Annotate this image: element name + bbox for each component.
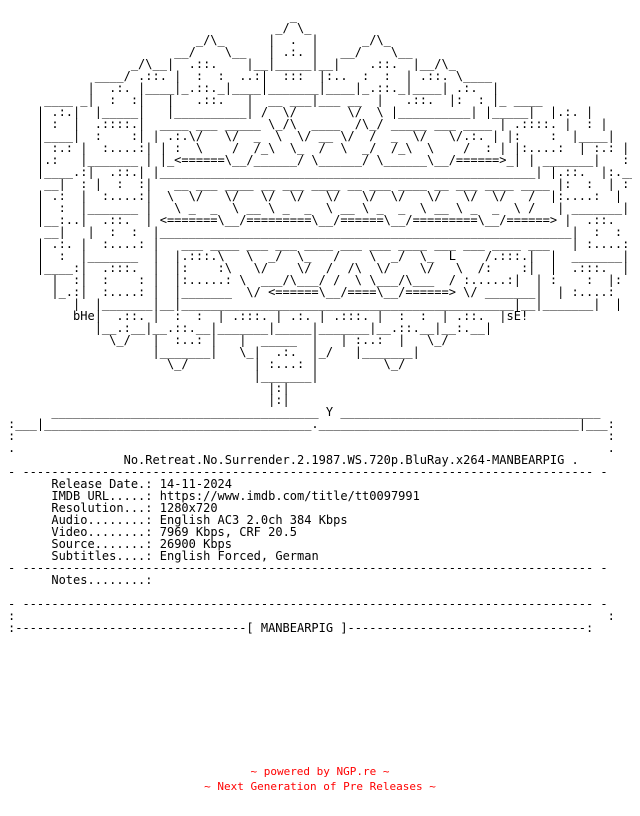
release-info-row: Video........: 7969 Kbps, CRF 20.5 xyxy=(8,526,632,538)
ascii-art-line: bHe| .::. | : : | .:::. | .:. | .:::. | … xyxy=(8,309,529,323)
release-info-row: Subtitles....: English Forced, German xyxy=(8,550,632,562)
release-info-label: Source.......: xyxy=(51,537,153,551)
blank-line: : : xyxy=(8,609,615,623)
release-info-row: Release Date.: 14-11-2024 xyxy=(8,478,632,490)
ascii-art-line: \_/ | :...: | \_/ xyxy=(8,357,406,371)
ascii-art-line: _/\__| .::. |__|_____|__| .::. |__/\_ xyxy=(8,57,456,71)
ascii-art-line: |_______| \_| .:. |_/ |_______| xyxy=(8,345,420,359)
separator-dash: - --------------------------------------… xyxy=(8,561,608,575)
ascii-art-line: |:| xyxy=(8,381,290,395)
release-info-value: English AC3 2.0ch 384 Kbps xyxy=(159,513,348,527)
ascii-art-line: _/\_ | . | _/\_ xyxy=(8,33,391,47)
release-info-value: 26900 Kbps xyxy=(159,537,232,551)
release-info-row: Source.......: 26900 Kbps xyxy=(8,538,632,550)
tagline-text: ~ Next Generation of Pre Releases ~ xyxy=(204,780,436,793)
ascii-art-logo: _ _/ \_ _/\_ | . | _/\_ __/ \__ | .:. | … xyxy=(8,10,632,406)
release-info-label: Audio........: xyxy=(51,513,153,527)
header-border-bottom: :___|___________________________________… xyxy=(8,417,615,431)
release-info-label: Resolution...: xyxy=(51,501,153,515)
header-border-top: _____________________________________ Y … xyxy=(8,405,601,419)
release-name-line: No.Retreat.No.Surrender.2.1987.WS.720p.B… xyxy=(123,453,579,467)
release-info-row: IMDB URL.....: https://www.imdb.com/titl… xyxy=(8,490,632,502)
ascii-art-line: | .:. | :....: | ___ ____ ___ ___ ____ _… xyxy=(8,237,632,251)
release-info-label: Video........: xyxy=(51,525,153,539)
blank-line: . . xyxy=(8,441,615,455)
ascii-art-line: |_.:| :....: | |_______ \/ <======\__/==… xyxy=(8,285,632,299)
release-info-block: Release Date.: 14-11-2024 IMDB URL.....:… xyxy=(8,478,632,562)
ascii-art-line: _/ \_ xyxy=(8,21,312,35)
blank-line: : : xyxy=(8,429,615,443)
ascii-art-line: \_/ | :..: | | _____ | | :..: | \_/ xyxy=(8,333,449,347)
ascii-art-line: |____| : :| | .:.\/ \/ _ \ \/ __ \/ / _ … xyxy=(8,129,615,143)
ascii-art-line: |__:..| .::. | <=======\__/=========\__/… xyxy=(8,213,632,227)
release-info-label: Release Date.: xyxy=(51,477,153,491)
ascii-art-line: ____/ .::. | : : ..:| ::: |:.. : : | .::… xyxy=(8,69,493,83)
ascii-art-line: __/ \__ | .:. | __/ \__ xyxy=(8,45,413,59)
ascii-art-line: | : | .::::.| ____ ___ _____ \_/\ ____ /… xyxy=(8,117,608,131)
ascii-art-line: |.: |_______ | |_<======\__/______/ \___… xyxy=(8,153,632,167)
ascii-art-line: |:| xyxy=(8,393,290,407)
notes-line: Notes........: xyxy=(8,574,632,586)
ascii-art-line: |__.:__|__.::.__|_______|_____|_______|_… xyxy=(8,321,493,335)
ascii-art-line: | :| : : | |:.....: \ ___/\___/ / \ \___… xyxy=(8,273,632,287)
ascii-art-line: _ xyxy=(8,10,297,23)
separator-dash: - --------------------------------------… xyxy=(8,597,608,611)
ascii-art-line: | : |_______ | \ _ _ \ __ \ _ _ \ __ \ _… xyxy=(8,201,632,215)
ascii-art-line: __| : | : :| __ ___ ____ __ ___ ____ __ … xyxy=(8,177,632,191)
ascii-art-line: |_______| xyxy=(8,369,319,383)
footer-border: :--------------------------------[ MANBE… xyxy=(8,621,594,634)
ascii-art-line: ____ _| : :| | .::. | __ ___|___ __ | .:… xyxy=(8,93,543,107)
ascii-art-line: | |_______|__|__________________________… xyxy=(8,297,623,311)
nfo-text-document: _ _/ \_ _/\_ | . | _/\_ __/ \__ | .:. | … xyxy=(8,10,632,634)
release-info-value: 1280x720 xyxy=(159,501,218,515)
ascii-art-line: | : |_______ | |.:::.\ \ _/ \_ / \ _/ \_… xyxy=(8,249,632,263)
release-info-value: English Forced, German xyxy=(159,549,319,563)
ascii-art-line: | .:.| |_____| |__________| / \/ \/ \ |_… xyxy=(8,105,594,119)
ascii-art-line: |____:| .:::. | |: :\ \/ \/ / /\ \/ \/ \… xyxy=(8,261,632,275)
powered-by-text: ~ powered by NGP.re ~ xyxy=(250,765,390,778)
release-info-value: https://www.imdb.com/title/tt0097991 xyxy=(159,489,420,503)
ascii-art-line: | .:. |____|_.::._|____|_______|____|_.:… xyxy=(8,81,500,95)
powered-by-footer: ~ powered by NGP.re ~ ~ Next Generation … xyxy=(0,764,640,794)
release-info-value: 14-11-2024 xyxy=(159,477,232,491)
separator-dash: - --------------------------------------… xyxy=(8,465,608,479)
release-name: No.Retreat.No.Surrender.2.1987.WS.720p.B… xyxy=(123,453,565,467)
ascii-art-line: |____.:| .::.| |________________________… xyxy=(8,165,632,179)
release-info-label: Subtitles....: xyxy=(51,549,153,563)
release-info-label: IMDB URL.....: xyxy=(51,489,153,503)
release-info-value: 7969 Kbps, CRF 20.5 xyxy=(159,525,298,539)
release-info-row: Resolution...: 1280x720 xyxy=(8,502,632,514)
ascii-art-line: __| | : : |_____________________________… xyxy=(8,225,632,239)
notes-label: Notes........: xyxy=(51,573,153,587)
release-info-row: Audio........: English AC3 2.0ch 384 Kbp… xyxy=(8,514,632,526)
ascii-art-line: | :.: | :....:| | : \ / /_\ \_ / \ _/ /_… xyxy=(8,141,630,155)
ascii-art-line: | .: | :....:| \ \/ \/ \/ \/ \/ \/ \/ \/… xyxy=(8,189,632,203)
